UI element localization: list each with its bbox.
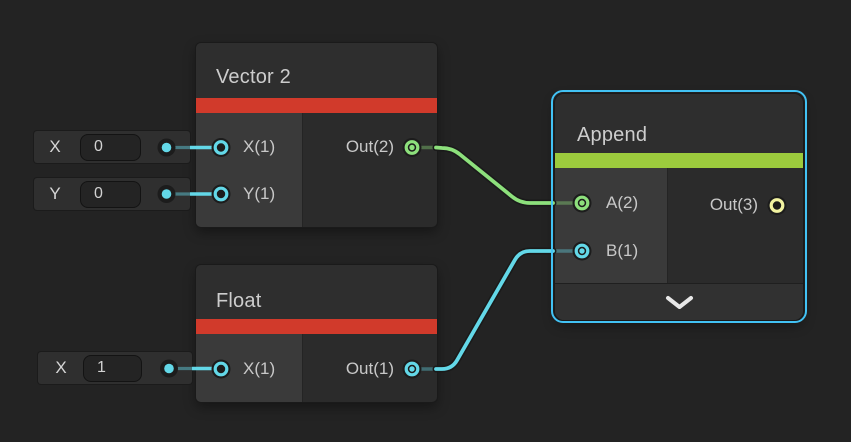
node-vector2-title: Vector 2 (216, 66, 291, 88)
widget-vector2-y-label: Y (49, 184, 61, 203)
wire-vector2-to-append[interactable] (434, 145, 555, 205)
node-vector2-header[interactable] (196, 43, 437, 98)
wire-float-to-append[interactable] (434, 249, 555, 371)
node-float-title: Float (216, 290, 262, 312)
port-label-vector2-out: Out(2) (345, 137, 394, 156)
port-label-vector2-y: Y(1) (243, 184, 276, 203)
node-float-header[interactable] (196, 265, 437, 319)
node-append-accent-bar (555, 153, 803, 168)
widget-float-x: X 1 (38, 352, 192, 384)
node-append-expand-footer[interactable] (555, 283, 803, 320)
port-label-float-x: X(1) (243, 359, 276, 378)
node-append-input-column (555, 168, 668, 283)
port-label-append-out: Out(3) (709, 195, 758, 214)
wire-vector2-to-append-outline (432, 144, 557, 207)
node-float[interactable] (196, 265, 437, 402)
widget-float-x-field[interactable]: 1 (83, 354, 142, 382)
node-append-header[interactable] (555, 94, 803, 153)
wire-float-to-append-outline (432, 247, 557, 373)
node-float-accent-bar (196, 319, 437, 334)
widget-float-x-label: X (55, 358, 67, 377)
port-label-float-out: Out(1) (345, 359, 394, 378)
port-label-vector2-x: X(1) (243, 137, 276, 156)
port-label-append-a: A(2) (606, 193, 639, 212)
node-vector2-input-column (196, 113, 303, 227)
widget-vector2-y: Y 0 (34, 178, 190, 210)
port-label-append-b: B(1) (606, 241, 639, 260)
node-append-title: Append (577, 124, 648, 146)
widget-vector2-x-field[interactable]: 0 (80, 133, 141, 161)
widget-vector2-y-field[interactable]: 0 (80, 180, 141, 208)
widget-vector2-x: X 0 (34, 131, 190, 163)
node-vector2[interactable] (196, 43, 437, 227)
widget-vector2-x-label: X (49, 137, 61, 156)
node-vector2-accent-bar (196, 98, 437, 113)
node-append[interactable] (555, 94, 803, 320)
